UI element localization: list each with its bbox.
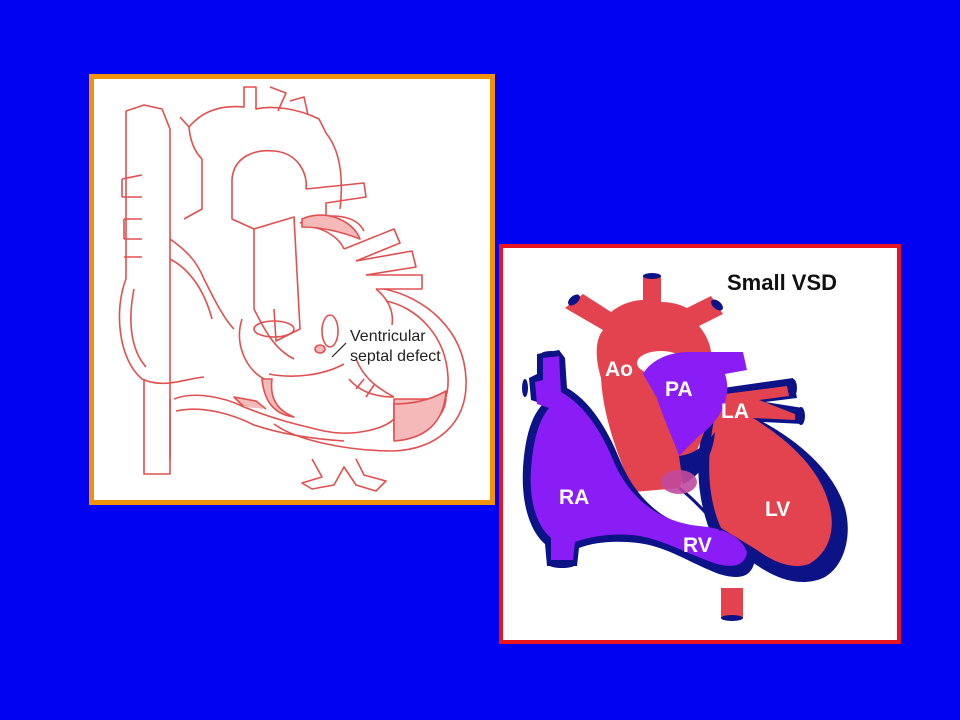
label-ra: RA (559, 486, 589, 509)
right-atrium-outline (118, 278, 205, 385)
pulmonary-artery (253, 216, 301, 342)
diagram-title: Small VSD (727, 270, 837, 295)
callout-leader-line (331, 342, 347, 358)
right-ventricle-floor (173, 394, 395, 434)
label-rv: RV (683, 534, 712, 557)
vsd-shunt-mix (661, 470, 697, 494)
label-lv: LV (765, 498, 790, 521)
callout-label-line1: Ventricular (350, 328, 426, 345)
label-ao: Ao (605, 358, 633, 381)
heart-color-drawing: Small VSD (522, 270, 848, 621)
superior-vena-cava (125, 104, 171, 459)
inferior-vena-cava (143, 379, 171, 475)
pulmonary-artery-shape (643, 352, 747, 484)
right-heart-shape (522, 350, 755, 577)
left-heart-shape (698, 378, 848, 583)
left-ventricle-wall (273, 288, 467, 452)
label-pa: PA (665, 378, 693, 401)
color-diagram-panel: Small VSD (499, 244, 901, 644)
aortic-arch (188, 86, 343, 210)
heart-line-drawing: Ventricular septal defect (118, 86, 467, 492)
line-diagram-panel: Ventricular septal defect (89, 74, 495, 505)
label-la: LA (721, 400, 749, 423)
callout-label-line2: septal defect (350, 348, 441, 365)
